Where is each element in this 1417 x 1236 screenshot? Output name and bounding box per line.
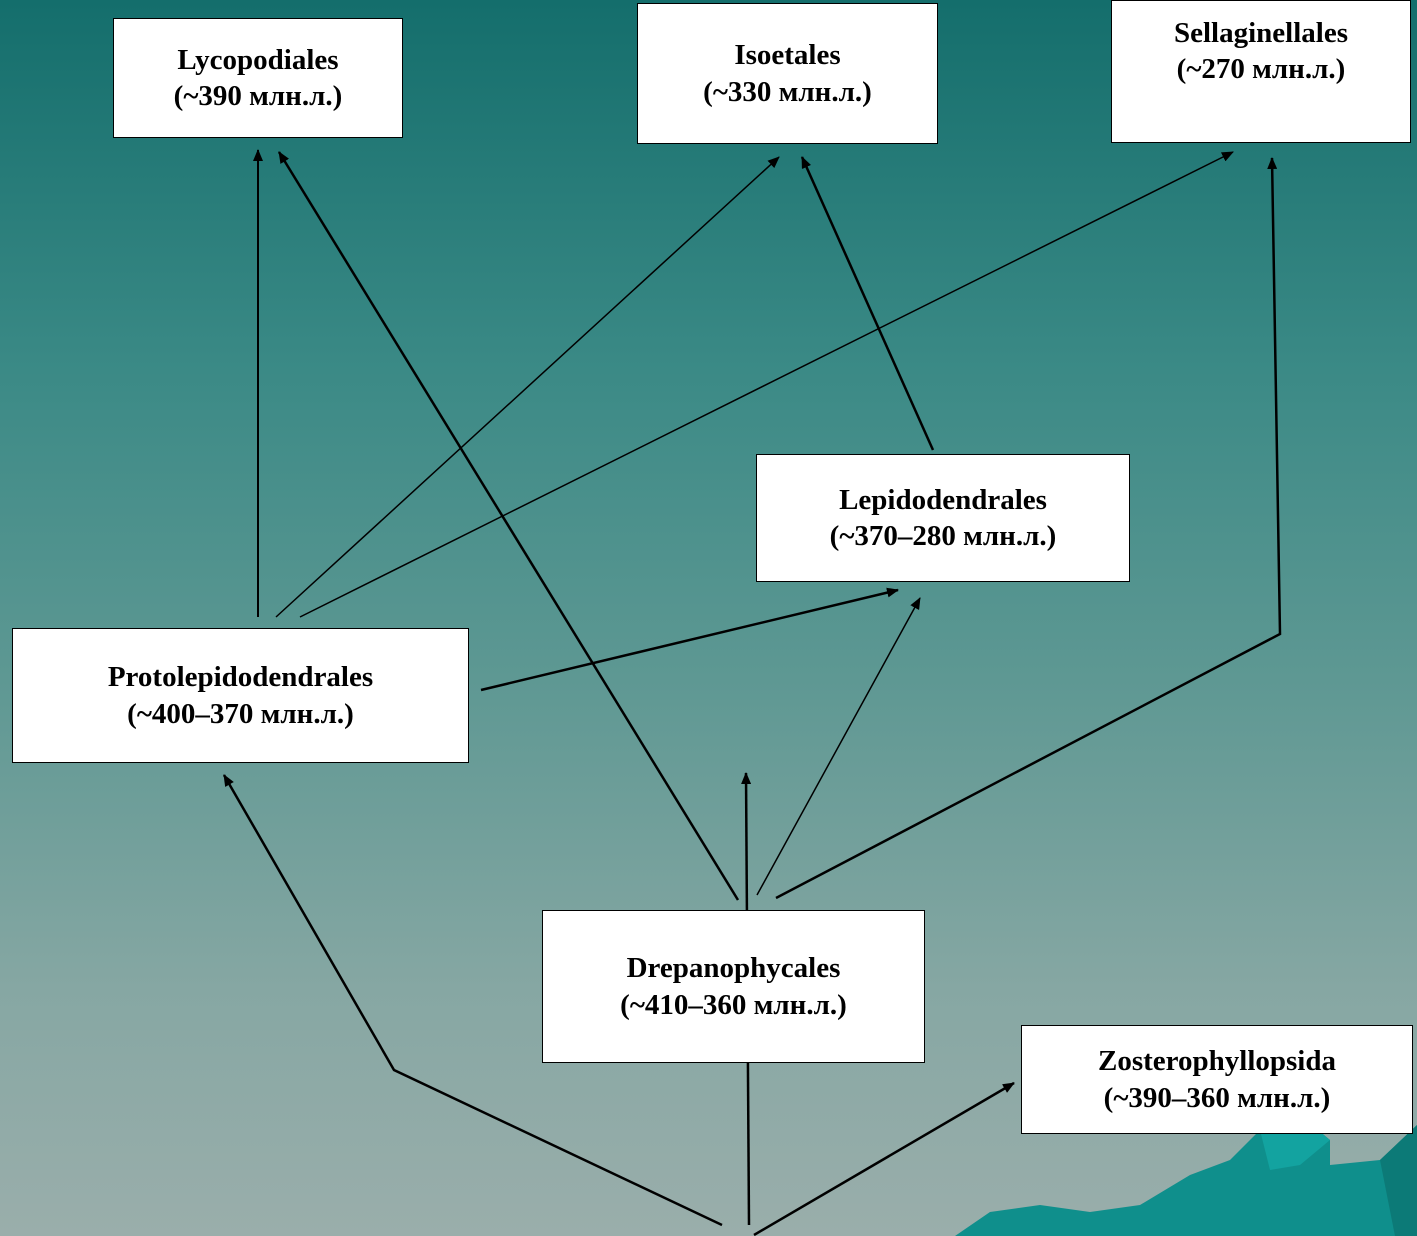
edge-drepano-to-lycopodiales — [277, 151, 740, 901]
node-drepanophycales-age: (~410–360 млн.л.) — [620, 988, 847, 1021]
edge-base-to-zosterophyllopsida — [753, 1081, 1015, 1236]
node-lepidodendrales-name: Lepidodendrales — [839, 483, 1047, 516]
node-drepanophycales: Drepanophycales (~410–360 млн.л.) — [542, 910, 925, 1063]
edge-drepano-to-lepidodendrales — [756, 597, 921, 896]
node-sellaginellales-age: (~270 млн.л.) — [1176, 53, 1346, 86]
node-lepidodendrales: Lepidodendrales (~370–280 млн.л.) — [756, 454, 1130, 582]
node-protolepidodendrales-name: Protolepidodendrales — [107, 661, 374, 694]
node-protolepidodendrales-age: (~400–370 млн.л.) — [127, 697, 354, 730]
node-zosterophyllopsida: Zosterophyllopsida (~390–360 млн.л.) — [1021, 1025, 1413, 1134]
node-protolepidodendrales: Protolepidodendrales (~400–370 млн.л.) — [12, 628, 469, 763]
edge-drepano-to-sellaginellales — [775, 157, 1282, 900]
edge-lepido-to-isoetales — [800, 156, 935, 451]
edge-base-to-protolepidodendrales — [222, 774, 723, 1227]
node-drepanophycales-name: Drepanophycales — [626, 952, 841, 985]
node-lycopodiales: Lycopodiales (~390 млн.л.) — [113, 18, 403, 138]
node-isoetales-name: Isoetales — [734, 39, 841, 72]
edge-proto-to-isoetales — [275, 156, 780, 618]
node-sellaginellales: Sellaginellales (~270 млн.л.) — [1111, 0, 1411, 143]
node-lepidodendrales-age: (~370–280 млн.л.) — [829, 520, 1057, 552]
node-isoetales-age: (~330 млн.л.) — [703, 75, 872, 108]
edge-proto-to-lepidodendrales — [480, 587, 899, 692]
node-isoetales: Isoetales (~330 млн.л.) — [637, 3, 938, 144]
node-lycopodiales-age: (~390 млн.л.) — [173, 80, 343, 112]
node-zosterophyllopsida-age: (~390–360 млн.л.) — [1103, 1081, 1331, 1114]
node-zosterophyllopsida-name: Zosterophyllopsida — [1098, 1045, 1336, 1078]
edge-proto-to-sellaginellales — [299, 151, 1234, 618]
node-sellaginellales-name: Sellaginellales — [1174, 17, 1348, 49]
node-lycopodiales-name: Lycopodiales — [177, 43, 339, 76]
